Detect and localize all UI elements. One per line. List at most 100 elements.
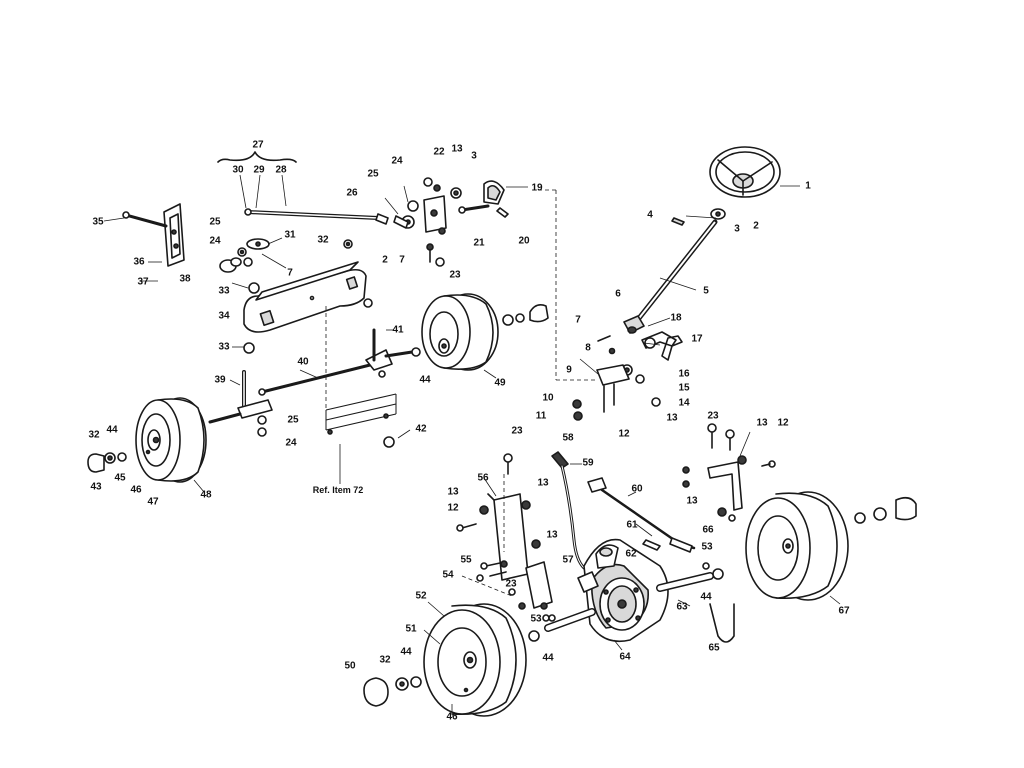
callout-7b: 7 xyxy=(399,255,405,266)
callout-49: 49 xyxy=(494,378,506,389)
callout-15: 15 xyxy=(678,383,690,394)
callout-19: 19 xyxy=(531,183,543,194)
callout-22: 22 xyxy=(433,147,445,158)
callout-11: 11 xyxy=(536,411,547,422)
callout-2b: 2 xyxy=(382,255,388,266)
ref-item-72-bracket xyxy=(325,393,411,484)
callout-5: 5 xyxy=(703,286,709,297)
callout-25c: 25 xyxy=(287,415,299,426)
callout-44c: 44 xyxy=(542,653,554,664)
callout-50: 50 xyxy=(344,661,356,672)
front-wheel-left-48 xyxy=(87,397,207,493)
callout-44d: 44 xyxy=(700,592,712,603)
steering-arm-bracket xyxy=(384,177,462,267)
callout-25b: 25 xyxy=(209,217,221,228)
callout-44: 44 xyxy=(419,375,431,386)
callout-64: 64 xyxy=(619,652,631,663)
callout-8: 8 xyxy=(585,343,591,354)
right-bracket-66 xyxy=(682,423,776,522)
callout-2: 2 xyxy=(753,221,759,232)
callout-45: 45 xyxy=(114,473,126,484)
callout-61: 61 xyxy=(626,520,638,531)
callout-54: 54 xyxy=(442,570,454,581)
callout-43: 43 xyxy=(90,482,102,493)
callout-13g: 13 xyxy=(686,496,698,507)
callout-23c: 23 xyxy=(707,411,719,422)
callout-36: 36 xyxy=(133,257,145,268)
callout-67: 67 xyxy=(838,606,850,617)
callout-10: 10 xyxy=(542,393,554,404)
callout-42: 42 xyxy=(415,424,427,435)
callout-58: 58 xyxy=(562,433,574,444)
callout-4: 4 xyxy=(647,210,653,221)
transaxle-64 xyxy=(528,538,735,651)
callout-25: 25 xyxy=(367,169,379,180)
callout-24c: 24 xyxy=(285,438,297,449)
callout-26: 26 xyxy=(346,188,358,199)
callout-13f: 13 xyxy=(546,530,558,541)
callout-14: 14 xyxy=(678,398,690,409)
callout-23b: 23 xyxy=(511,426,523,437)
callout-31: 31 xyxy=(284,230,296,241)
callout-16: 16 xyxy=(678,369,690,380)
callout-37: 37 xyxy=(137,277,149,288)
callout-13c: 13 xyxy=(756,418,768,429)
callout-33b: 33 xyxy=(218,342,230,353)
callout-3b: 3 xyxy=(471,151,477,162)
callout-59: 59 xyxy=(582,458,594,469)
callout-24b: 24 xyxy=(209,236,221,247)
spindle-left xyxy=(208,342,273,437)
callout-55: 55 xyxy=(460,555,472,566)
callout-44b: 44 xyxy=(106,425,118,436)
callout-30: 30 xyxy=(232,165,244,176)
steering-column-shaft xyxy=(633,208,726,325)
callout-21: 21 xyxy=(473,238,485,249)
callout-33: 33 xyxy=(218,286,230,297)
front-wheel-right-49 xyxy=(421,293,549,379)
callout-12c: 12 xyxy=(447,503,459,514)
callout-12b: 12 xyxy=(777,418,789,429)
callout-66: 66 xyxy=(702,525,714,536)
callout-23: 23 xyxy=(449,270,461,281)
callout-34: 34 xyxy=(218,311,230,322)
callout-3: 3 xyxy=(734,224,740,235)
callout-65: 65 xyxy=(708,643,720,654)
shift-rod-60 xyxy=(600,488,696,553)
callout-44e: 44 xyxy=(400,647,412,658)
callout-60: 60 xyxy=(631,484,643,495)
callout-24: 24 xyxy=(391,156,403,167)
callout-17: 17 xyxy=(691,334,703,345)
callout-32c: 32 xyxy=(379,655,391,666)
steering-gear-assembly xyxy=(572,315,683,421)
callout-labels: 1 2 3 4 5 6 7 8 9 10 11 12 13 14 15 16 1… xyxy=(88,140,850,723)
steering-wheel xyxy=(709,146,800,198)
callout-7c: 7 xyxy=(287,268,293,279)
shift-lever-58 xyxy=(551,451,607,570)
callout-51: 51 xyxy=(405,624,417,635)
callout-28: 28 xyxy=(275,165,287,176)
callout-38: 38 xyxy=(179,274,191,285)
callout-63: 63 xyxy=(676,602,688,613)
front-axle-34 xyxy=(243,261,367,408)
callout-13d: 13 xyxy=(537,478,549,489)
callout-9: 9 xyxy=(566,365,572,376)
reference-note: Ref. Item 72 xyxy=(313,485,364,495)
callout-53b: 53 xyxy=(530,614,542,625)
callout-32b: 32 xyxy=(88,430,100,441)
axle-pivot-bracket xyxy=(103,203,185,282)
callout-13e: 13 xyxy=(447,487,459,498)
callout-35: 35 xyxy=(92,217,104,228)
callout-53: 53 xyxy=(701,542,713,553)
callout-48: 48 xyxy=(200,490,212,501)
callout-1: 1 xyxy=(805,181,811,192)
callout-18: 18 xyxy=(670,313,682,324)
callout-52: 52 xyxy=(415,591,427,602)
callout-13b: 13 xyxy=(451,144,463,155)
pivot-bushing-38 xyxy=(219,237,353,294)
callout-29: 29 xyxy=(253,165,265,176)
callout-41: 41 xyxy=(392,325,404,336)
callout-27: 27 xyxy=(252,140,264,151)
rear-wheel-right-67 xyxy=(745,491,917,605)
steering-sector-gear xyxy=(458,180,596,381)
